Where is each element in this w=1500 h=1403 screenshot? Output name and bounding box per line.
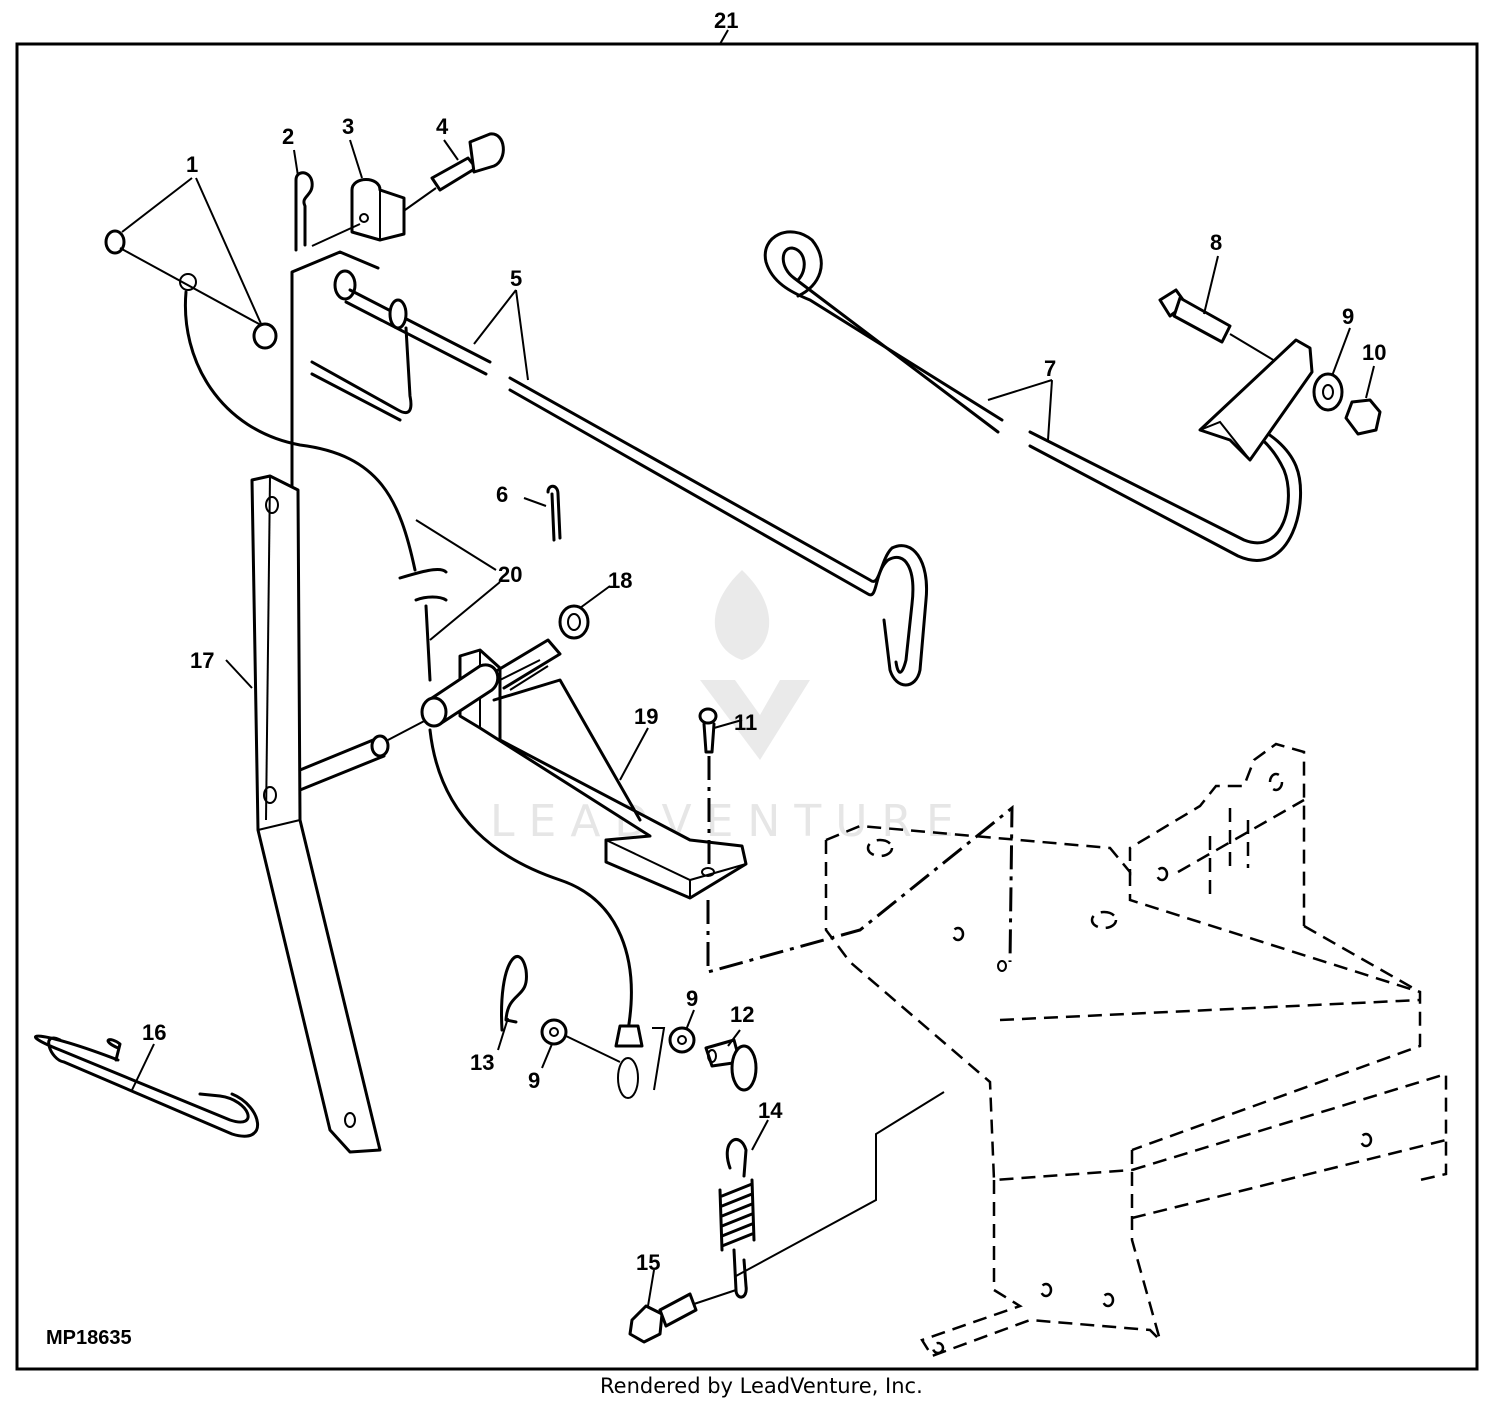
diagram-frame xyxy=(15,42,1479,1371)
callout-6: 6 xyxy=(496,482,508,507)
callout-11: 11 xyxy=(734,710,757,735)
part-6-cotter-pin xyxy=(523,484,562,542)
callout-17: 17 xyxy=(190,648,214,673)
callout-10: 10 xyxy=(1362,340,1386,365)
callout-14: 14 xyxy=(758,1098,783,1123)
callout-8: 8 xyxy=(1210,230,1222,255)
callout-9-upper: 9 xyxy=(1342,304,1354,329)
watermark-text: LEADVENTURE xyxy=(490,796,968,847)
callout-20: 20 xyxy=(498,562,522,587)
callout-12: 12 xyxy=(730,1002,754,1027)
callout-leaders xyxy=(121,139,1375,1307)
callout-3: 3 xyxy=(342,114,354,139)
callout-18: 18 xyxy=(608,568,632,593)
callout-2: 2 xyxy=(282,124,294,149)
callout-15: 15 xyxy=(636,1250,660,1275)
callout-1: 1 xyxy=(186,152,198,177)
part-18-washer xyxy=(558,604,590,640)
part-17-arm xyxy=(250,474,431,1154)
part-11-screw xyxy=(698,707,718,870)
assembly-line-pedal xyxy=(706,804,1014,974)
callout-5: 5 xyxy=(510,266,522,291)
callout-4: 4 xyxy=(436,114,449,139)
part-15-bolt xyxy=(628,1289,737,1344)
figure-code: MP18635 xyxy=(46,1327,132,1349)
part-19-pedal-lever xyxy=(420,638,748,900)
part-20-cable xyxy=(398,568,666,1099)
part-4-bolt xyxy=(404,132,505,211)
callout-13: 13 xyxy=(470,1050,494,1075)
part-12-clevis-pin xyxy=(704,1038,758,1092)
callout-21-leader xyxy=(719,29,729,45)
part-5-rod xyxy=(310,269,929,687)
callout-19: 19 xyxy=(634,704,658,729)
part-13-hairpin xyxy=(500,955,528,1032)
part-9-washers-lower xyxy=(540,1018,696,1063)
callout-16: 16 xyxy=(142,1020,166,1045)
part-2-hairpin-clip xyxy=(294,171,314,252)
part-1-pins xyxy=(104,229,417,572)
part-14-spring xyxy=(718,1091,945,1299)
footer-credit: Rendered by LeadVenture, Inc. xyxy=(600,1374,923,1398)
callout-9-lower-right: 9 xyxy=(686,986,698,1011)
arm-lanyard-line xyxy=(290,250,380,522)
mount-frame-dashed xyxy=(824,742,1448,1358)
callout-9-lower-left: 9 xyxy=(528,1068,540,1093)
part-8-9-10-bolt-washer-nut xyxy=(1158,288,1382,462)
callout-7: 7 xyxy=(1044,356,1056,381)
callout-21: 21 xyxy=(714,8,738,33)
watermark: LEADVENTURE xyxy=(490,570,968,847)
callout-labels: 21 1 2 3 4 5 6 7 8 9 10 11 12 13 9 9 14 … xyxy=(142,8,1386,1275)
part-16-clip xyxy=(34,1034,260,1138)
part-7-loop-rod xyxy=(763,230,1303,562)
part-3-bracket xyxy=(311,178,406,247)
